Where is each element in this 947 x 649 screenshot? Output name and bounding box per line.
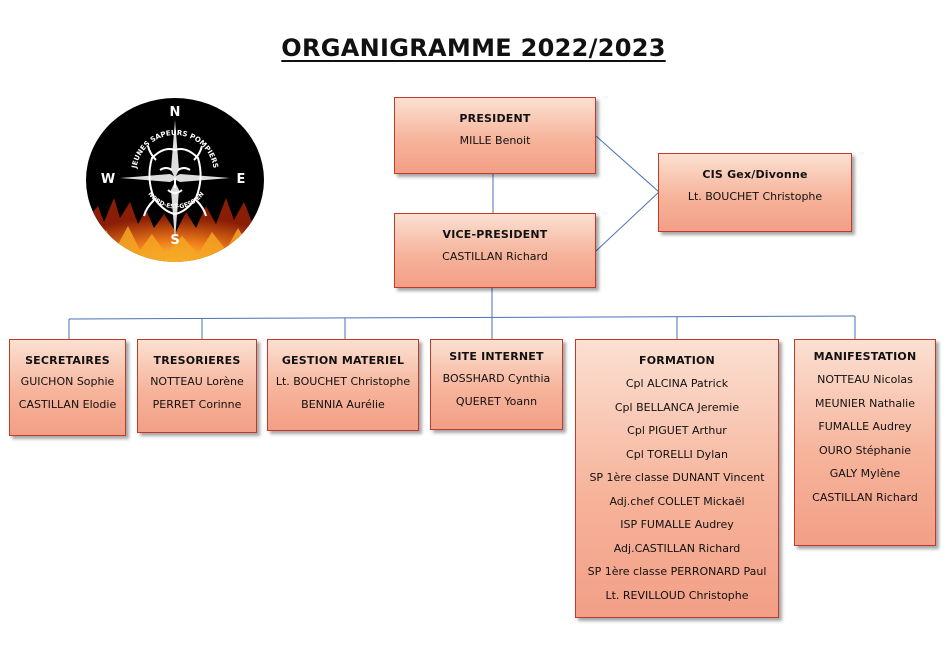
team-title: GESTION MATERIEL [281, 354, 405, 367]
team-member: FUMALLE Audrey [818, 420, 912, 433]
compass-north-label: N [170, 105, 181, 120]
vice-president-title: VICE-PRESIDENT [442, 228, 548, 241]
compass-south-label: S [170, 233, 179, 248]
team-title: FORMATION [639, 354, 715, 367]
team-member: GALY Mylène [829, 467, 901, 480]
team-member: QUERET Yoann [455, 395, 538, 408]
team-title: TRESORIERES [153, 354, 241, 367]
team-member: GUICHON Sophie [20, 375, 115, 388]
team-title: SITE INTERNET [449, 350, 544, 363]
team-member: CASTILLAN Elodie [18, 398, 117, 411]
compass-east-label: E [237, 172, 246, 187]
team-member: Adj.chef COLLET Mickaël [609, 494, 745, 508]
team-member: PERRET Corinne [152, 398, 242, 411]
team-member: SP 1ère classe PERRONARD Paul [587, 565, 767, 578]
page-title: ORGANIGRAMME 2022/2023 [281, 34, 666, 62]
jsp-logo: JEUNES SAPEURS POMPIERS NORD-EST-GESSIEN… [86, 98, 264, 262]
team-member: Adj.CASTILLAN Richard [613, 541, 741, 555]
vice-president-box: VICE-PRESIDENT CASTILLAN Richard [394, 213, 596, 288]
team-member: Lt. BOUCHET Christophe [275, 375, 411, 388]
team-member: Cpl ALCINA Patrick [625, 377, 729, 390]
team-member: MEUNIER Nathalie [815, 396, 915, 410]
vice-president-name: CASTILLAN Richard [442, 250, 548, 263]
team-member: NOTTEAU Nicolas [817, 373, 913, 386]
team-box-secretaires: SECRETAIRES GUICHON Sophie CASTILLAN Elo… [9, 339, 126, 436]
team-box-manifestation: MANIFESTATION NOTTEAU Nicolas MEUNIER Na… [794, 339, 936, 546]
compass-west-label: W [101, 172, 115, 187]
president-title: PRESIDENT [459, 112, 531, 125]
team-box-site-internet: SITE INTERNET BOSSHARD Cynthia QUERET Yo… [430, 339, 563, 430]
team-member: SP 1ère classe DUNANT Vincent [589, 471, 765, 484]
team-member: BENNIA Aurélie [301, 398, 385, 411]
team-member: Cpl TORELLI Dylan [626, 447, 728, 461]
team-member: ISP FUMALLE Audrey [620, 518, 734, 531]
team-member: Lt. REVILLOUD Christophe [605, 588, 749, 602]
team-member: Cpl BELLANCA Jeremie [614, 400, 740, 414]
cis-title: CIS Gex/Divonne [702, 168, 808, 181]
team-member: NOTTEAU Lorène [150, 375, 244, 388]
team-member: Cpl PIGUET Arthur [627, 424, 727, 437]
president-box: PRESIDENT MILLE Benoit [394, 97, 596, 174]
team-box-formation: FORMATION Cpl ALCINA Patrick Cpl BELLANC… [575, 339, 779, 618]
team-member: BOSSHARD Cynthia [442, 372, 551, 385]
team-box-gestion-materiel: GESTION MATERIEL Lt. BOUCHET Christophe … [267, 339, 419, 431]
team-member: CASTILLAN Richard [812, 490, 918, 504]
team-member: OURO Stéphanie [818, 443, 912, 457]
team-box-tresorieres: TRESORIERES NOTTEAU Lorène PERRET Corinn… [137, 339, 257, 433]
president-name: MILLE Benoit [459, 134, 531, 147]
team-title: SECRETAIRES [25, 354, 110, 367]
team-title: MANIFESTATION [813, 350, 917, 363]
cis-box: CIS Gex/Divonne Lt. BOUCHET Christophe [658, 153, 852, 232]
cis-name: Lt. BOUCHET Christophe [687, 190, 823, 203]
